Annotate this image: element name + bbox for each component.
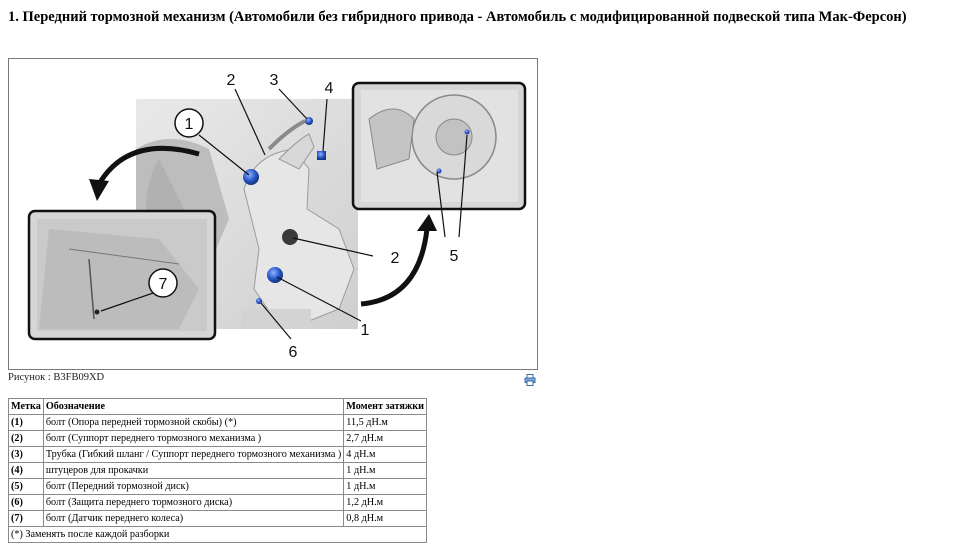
callout-5: 5 <box>450 248 459 265</box>
row-torque: 1 дН.м <box>343 478 427 495</box>
row-torque: 1,2 дН.м <box>343 494 427 511</box>
torque-table: Метка Обозначение Момент затяжки (1) бол… <box>8 398 427 543</box>
row-torque: 4 дН.м <box>343 446 427 463</box>
callout-1-bottom: 1 <box>361 322 370 339</box>
table-row: (2) болт (Суппорт переднего тормозного м… <box>8 430 427 447</box>
row-name: болт (Передний тормозной диск) <box>42 478 345 495</box>
sensor-bolt-7 <box>94 309 100 315</box>
row-name: болт (Датчик переднего колеса) <box>42 510 345 527</box>
table-row: (3) Трубка (Гибкий шланг / Суппорт перед… <box>8 446 427 463</box>
row-torque: 11,5 дН.м <box>343 414 427 431</box>
arrow-to-left-inset <box>96 145 200 186</box>
row-label: (5) <box>8 478 44 495</box>
disc-bolt-5a <box>464 129 470 135</box>
row-torque: 1 дН.м <box>343 462 427 479</box>
row-name: болт (Защита переднего тормозного диска) <box>42 494 345 511</box>
row-name: болт (Суппорт переднего тормозного механ… <box>42 430 345 447</box>
row-name: штуцеров для прокачки <box>42 462 345 479</box>
callout-7: 7 <box>159 276 168 293</box>
table-row: (5) болт (Передний тормозной диск) 1 дН.… <box>8 478 427 495</box>
callout-1-top: 1 <box>185 116 194 133</box>
page-heading: 1. Передний тормозной механизм (Автомоби… <box>8 9 907 25</box>
row-label: (4) <box>8 462 44 479</box>
table-row: (1) болт (Опора передней тормозной скобы… <box>8 414 427 431</box>
table-row: (4) штуцеров для прокачки 1 дН.м <box>8 462 427 479</box>
row-name: Трубка (Гибкий шланг / Суппорт переднего… <box>42 446 345 463</box>
callout-2-top: 2 <box>227 72 236 89</box>
table-row: (7) болт (Датчик переднего колеса) 0,8 д… <box>8 510 427 527</box>
bolt-1-bottom <box>267 267 283 283</box>
row-label: (7) <box>8 510 44 527</box>
row-name: болт (Опора передней тормозной скобы) (*… <box>42 414 345 431</box>
callout-3: 3 <box>270 72 279 89</box>
callout-2-right: 2 <box>391 250 400 267</box>
bolt-2-right <box>282 229 298 245</box>
header-torque: Момент затяжки <box>343 398 427 415</box>
brake-diagram: 1 2 3 4 7 5 2 1 6 <box>27 72 527 361</box>
inset-left <box>27 209 217 341</box>
inset-right <box>351 81 527 211</box>
print-icon[interactable] <box>524 373 536 386</box>
row-torque: 0,8 дН.м <box>343 510 427 527</box>
bleeder-4 <box>317 151 326 160</box>
callout-6: 6 <box>289 344 298 361</box>
row-label: (2) <box>8 430 44 447</box>
header-name: Обозначение <box>42 398 345 415</box>
row-torque: 2,7 дН.м <box>343 430 427 447</box>
header-label: Метка <box>8 398 44 415</box>
table-header-row: Метка Обозначение Момент затяжки <box>8 398 427 415</box>
figure-caption: Рисунок : B3FB09XD <box>8 372 105 383</box>
bolt-6 <box>256 298 262 304</box>
figure-frame: 1 2 3 4 7 5 2 1 6 <box>8 58 538 370</box>
row-label: (3) <box>8 446 44 463</box>
table-row: (6) болт (Защита переднего тормозного ди… <box>8 494 427 511</box>
table-footnote-row: (*) Заменять после каждой разборки <box>8 526 427 543</box>
disc-bolt-5b <box>436 168 442 174</box>
row-label: (6) <box>8 494 44 511</box>
table-footnote: (*) Заменять после каждой разборки <box>8 526 427 543</box>
arrow-to-right-inset <box>360 228 430 307</box>
row-label: (1) <box>8 414 44 431</box>
callout-4: 4 <box>325 80 334 97</box>
